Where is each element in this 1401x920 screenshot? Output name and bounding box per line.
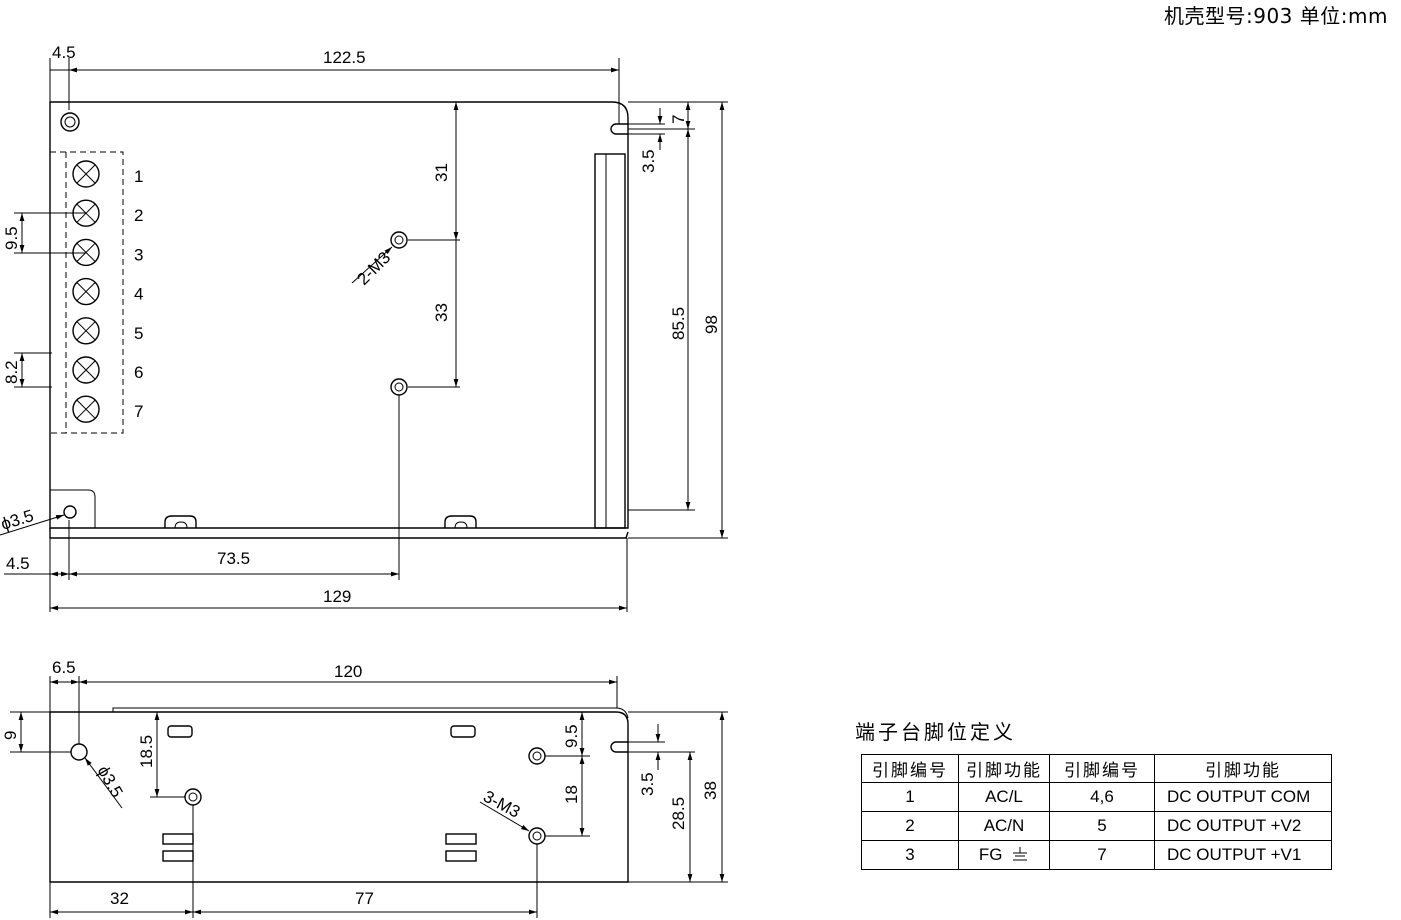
- dim-left-offset-bottom: 4.5: [6, 554, 30, 573]
- cell-pin-b: 7: [1049, 840, 1155, 870]
- side-m3-left: [184, 788, 202, 806]
- dim-side-m3-spacing-x: 77: [355, 889, 374, 908]
- side-left-hole: [70, 743, 88, 761]
- terminal-screw-3: 3: [72, 238, 143, 267]
- fg-label: FG: [978, 845, 1003, 864]
- cell-func-a: AC/L: [958, 782, 1050, 812]
- dim-side-m3-left-height: 18.5: [137, 735, 156, 768]
- cell-func-b: DC OUTPUT +V1: [1154, 840, 1332, 870]
- terminal-number-5: 5: [134, 324, 143, 343]
- cell-pin-b: 5: [1049, 811, 1155, 841]
- dim-side-hole-dia: ϕ3.5: [94, 763, 127, 801]
- side-vent-2: [162, 850, 194, 862]
- side-vent-4: [445, 850, 477, 862]
- side-view-dimensions: 6.5 120 9 ϕ3.5 18.5 9.5 18 3-M3: [1, 658, 728, 918]
- cell-func-b: DC OUTPUT +V2: [1154, 811, 1332, 841]
- side-slot-upper-right: [450, 725, 476, 738]
- top-view-outline: [49, 101, 629, 529]
- ground-icon: [1013, 847, 1028, 861]
- m3-hole-upper: [390, 231, 408, 249]
- side-slot-upper-left: [167, 725, 193, 738]
- m3-hole-lower: [390, 378, 408, 396]
- terminal-number-1: 1: [134, 167, 143, 186]
- label-3-m3: 3-M3: [480, 787, 523, 822]
- clip-right: [444, 515, 477, 528]
- terminal-number-7: 7: [134, 402, 143, 421]
- clip-left: [164, 515, 197, 528]
- header-func-a: 引脚功能: [958, 754, 1050, 783]
- terminal-block: [49, 151, 124, 434]
- dim-side-height: 38: [701, 781, 720, 800]
- side-view-outline: [49, 711, 629, 883]
- pin-table-title: 端子台脚位定义: [855, 720, 1016, 744]
- terminal-screws: 1 2 3 4 5 6 7: [72, 160, 143, 423]
- dim-side-hole-height: 9: [1, 731, 20, 740]
- dim-terminal-pitch: 9.5: [2, 226, 21, 250]
- dim-total-width: 129: [323, 587, 351, 606]
- bottom-left-hole: [63, 505, 77, 519]
- dim-m3-x: 73.5: [217, 549, 250, 568]
- terminal-number-3: 3: [134, 245, 143, 264]
- dim-side-left-offset: 6.5: [52, 658, 76, 677]
- header-pin-no-b: 引脚编号: [1049, 754, 1155, 783]
- terminal-screw-7: 7: [72, 395, 143, 423]
- side-m3-right-lower: [528, 827, 546, 845]
- header-pin-no-a: 引脚编号: [861, 754, 959, 783]
- cell-func-a: AC/N: [958, 811, 1050, 841]
- dim-m3-to-top: 31: [432, 163, 451, 182]
- dim-side-width: 120: [334, 662, 362, 681]
- top-view: [49, 101, 629, 539]
- terminal-number-6: 6: [134, 363, 143, 382]
- dim-side-m3-right-spacing: 18: [562, 785, 581, 804]
- side-m3-right-upper: [528, 747, 546, 765]
- terminal-screw-6: 6: [72, 356, 143, 384]
- top-slot: [610, 123, 628, 135]
- top-left-screw: [60, 112, 80, 132]
- dim-side-slot-width: 3.5: [638, 772, 657, 796]
- side-slot: [610, 741, 628, 753]
- cell-func-b: DC OUTPUT COM: [1154, 782, 1332, 812]
- cell-pin-a: 2: [861, 811, 959, 841]
- terminal-screw-1: 1: [72, 160, 143, 188]
- dim-terminal-offset: 8.2: [2, 360, 21, 384]
- cell-pin-a: 3: [861, 840, 959, 870]
- heat-sink-plate: [594, 153, 626, 529]
- table-row: 2 AC/N 5 DC OUTPUT +V2: [861, 811, 1332, 841]
- table-row: 1 AC/L 4,6 DC OUTPUT COM: [861, 782, 1332, 812]
- side-vent-3: [445, 833, 477, 845]
- cell-pin-a: 1: [861, 782, 959, 812]
- dim-slot-width: 3.5: [639, 149, 658, 173]
- dim-width-top: 122.5: [323, 48, 366, 67]
- top-view-base-flange: [49, 528, 629, 539]
- dim-side-m3-right-top: 9.5: [562, 724, 581, 748]
- dim-left-offset-top: 4.5: [52, 43, 76, 62]
- dim-side-m3-left-x: 32: [110, 889, 129, 908]
- label-2-m3: 2-M3: [353, 248, 394, 289]
- dim-m3-spacing: 33: [432, 303, 451, 322]
- case-model-header: 机壳型号:903 单位:mm: [1164, 4, 1388, 28]
- terminal-number-2: 2: [134, 206, 143, 225]
- dim-slot-depth: 7: [669, 115, 688, 124]
- top-view-dimensions: 4.5 122.5 31 33 2-M3 7 3.5 85.5 98 9.5: [0, 43, 728, 612]
- table-header-row: 引脚编号 引脚功能 引脚编号 引脚功能: [861, 754, 1332, 783]
- dim-side-hole-to-bottom: 28.5: [669, 797, 688, 830]
- terminal-number-4: 4: [134, 285, 143, 304]
- dim-hole-span: 85.5: [669, 307, 688, 340]
- table-row: 3 FG 7 DC OUTPUT +V1: [861, 840, 1332, 870]
- cell-func-a-fg: FG: [958, 840, 1050, 870]
- header-func-b: 引脚功能: [1154, 754, 1332, 783]
- dim-height: 98: [702, 315, 721, 334]
- pin-definition-table: 引脚编号 引脚功能 引脚编号 引脚功能 1 AC/L 4,6 DC OUTPUT…: [861, 754, 1332, 870]
- terminal-screw-5: 5: [72, 317, 143, 345]
- side-view: [49, 707, 629, 883]
- side-vent-1: [162, 833, 194, 845]
- bottom-left-notch: [50, 489, 96, 528]
- cell-pin-b: 4,6: [1049, 782, 1155, 812]
- terminal-screw-4: 4: [72, 277, 143, 306]
